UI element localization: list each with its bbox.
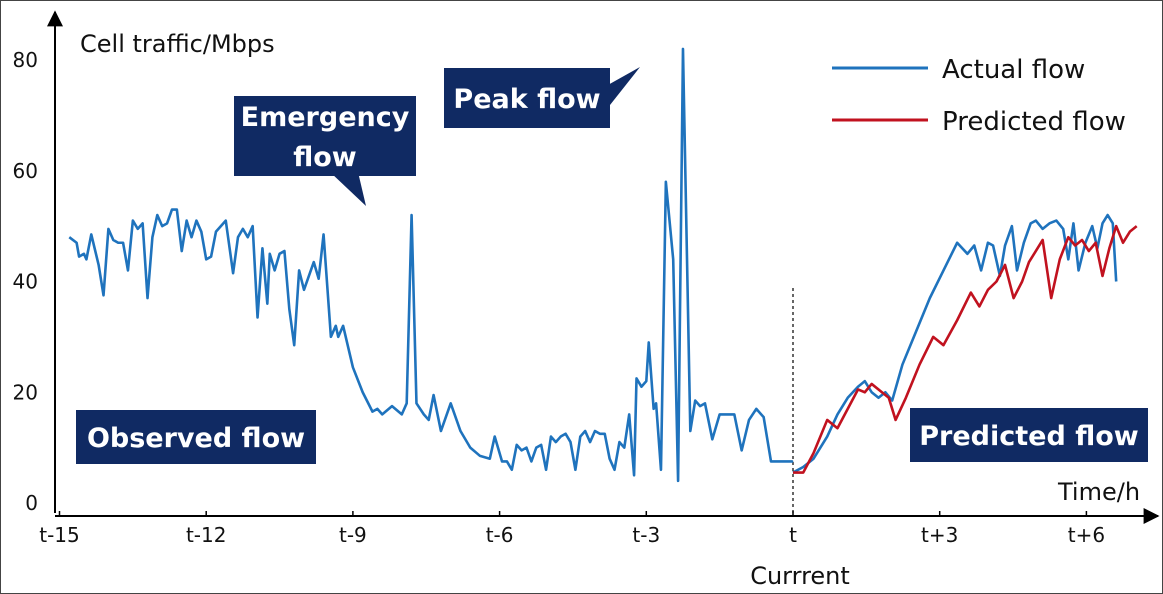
annotation-background — [444, 68, 610, 128]
legend-label: Predicted flow — [942, 107, 1126, 137]
x-tick-label: t-12 — [186, 523, 227, 547]
annotation-box: Predicted flow — [910, 408, 1148, 462]
annotation-text: flow — [293, 142, 357, 173]
axes — [47, 10, 1160, 524]
y-tick-label: 80 — [13, 48, 38, 72]
x-tick-label: t-15 — [39, 523, 80, 547]
annotation-text: Observed flow — [87, 423, 305, 454]
x-tick-label: t-9 — [339, 523, 367, 547]
series-line-actual-flow — [68, 47, 794, 483]
annotation-text: Emergency — [241, 102, 410, 133]
y-tick-labels: 0 20 40 60 80 — [13, 48, 38, 515]
annotation-background — [910, 408, 1148, 462]
current-time-label: Currrent — [750, 562, 850, 590]
series-line-predicted-flow — [793, 224, 1138, 474]
annotation-box: Observed flow — [76, 410, 316, 464]
annotation-text: Predicted flow — [919, 421, 1138, 452]
y-tick-label: 20 — [13, 380, 38, 404]
annotation-pointer — [330, 172, 366, 206]
x-tick-label: t+3 — [921, 523, 958, 547]
annotation-text: Peak flow — [453, 84, 600, 115]
x-tick-labels: t-15 t-12 t-9 t-6 t-3 t t+3 t+6 — [39, 511, 1105, 547]
legend-label: Actual flow — [942, 55, 1085, 85]
annotation-background — [76, 410, 316, 464]
x-axis-label: Time/h — [1057, 478, 1140, 506]
annotation-background — [234, 96, 416, 176]
series-layer — [68, 47, 1138, 483]
y-tick-label: 0 — [25, 491, 38, 515]
x-tick-label: t — [789, 523, 797, 547]
y-tick-label: 60 — [13, 159, 38, 183]
series-line-actual-flow-future — [792, 213, 1118, 474]
annotation-box: Peak flow — [444, 67, 640, 128]
x-tick-label: t+6 — [1068, 523, 1105, 547]
y-axis-label: Cell traffic/Mbps — [80, 30, 275, 58]
x-tick-label: t-6 — [486, 523, 514, 547]
x-tick-label: t-3 — [632, 523, 660, 547]
y-tick-label: 40 — [13, 270, 38, 294]
annotation-box: Emergency flow — [234, 96, 416, 206]
